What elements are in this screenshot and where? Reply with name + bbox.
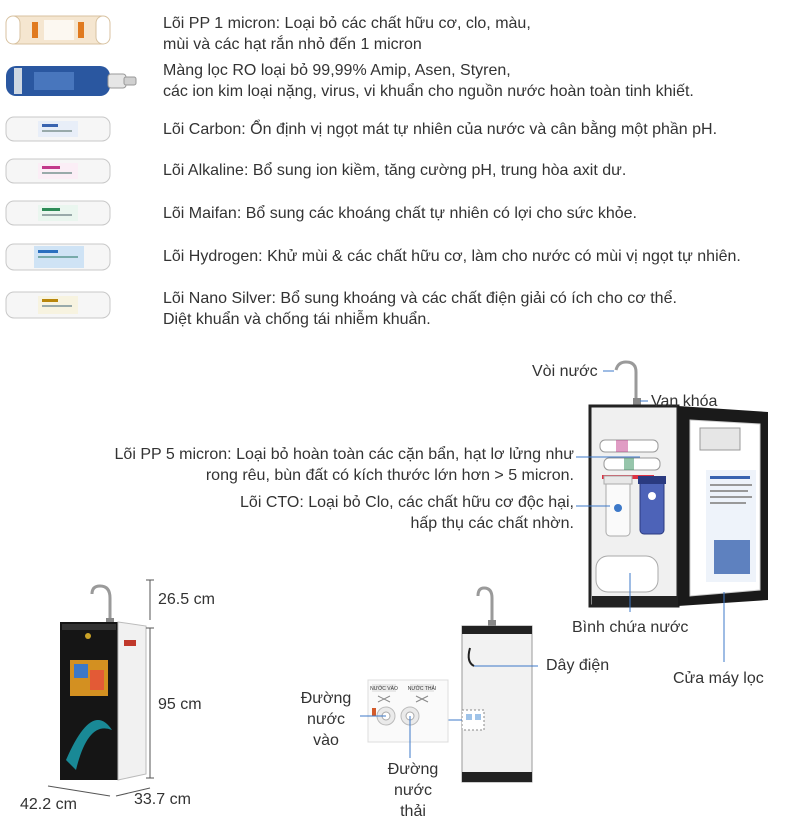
pp1-cartridge-icon [5, 15, 111, 45]
maifan-cartridge-icon [5, 200, 111, 226]
front-view-illustration [60, 584, 147, 781]
ro-membrane-line2: các ion kim loại nặng, virus, vi khuẩn c… [163, 83, 694, 100]
alkaline-text: Lõi Alkaline: Bổ sung ion kiềm, tăng cườ… [163, 160, 626, 181]
open-cabinet-illustration [588, 360, 768, 608]
filter-pp1-line1: Lõi PP 1 micron: Loại bỏ các chất hữu cơ… [163, 15, 531, 32]
alkaline-cartridge-icon [5, 158, 111, 184]
inlet-label: Đường nước vào [298, 688, 354, 751]
valve-label: Van khóa [651, 393, 718, 410]
cto-label: Lõi CTO: Loại bỏ Clo, các chất hữu cơ độ… [240, 492, 574, 534]
nano-silver-text: Lõi Nano Silver: Bổ sung khoáng và các c… [163, 288, 677, 330]
power-cord-label: Dây điện [546, 657, 610, 674]
hydrogen-text: Lõi Hydrogen: Khử mùi & các chất hữu cơ,… [163, 246, 741, 267]
width-label: 42.2 cm [20, 796, 77, 813]
inlet-line2: nước [306, 711, 346, 728]
cto-line1: Lõi CTO: Loại bỏ Clo, các chất hữu cơ độ… [240, 494, 574, 511]
drain-label: Đường nước thải [384, 759, 442, 822]
carbon-line1: Lõi Carbon: Ổn định vị ngọt mát tự nhiên… [163, 121, 718, 138]
inlet-line1: Đường [300, 690, 352, 707]
carbon-cartridge-icon [5, 116, 111, 142]
open-cabinet-leaders [576, 370, 725, 662]
ro-membrane-icon [6, 66, 137, 96]
drain-line2: nước [393, 782, 433, 799]
maifan-line1: Lõi Maifan: Bổ sung các khoáng chất tự n… [163, 205, 637, 222]
nano-silver-line1: Lõi Nano Silver: Bổ sung khoáng và các c… [163, 290, 677, 307]
drain-line1: Đường [387, 761, 439, 778]
nano-silver-line2: Diệt khuẩn và chống tái nhiễm khuẩn. [163, 311, 431, 328]
door-label: Cửa máy lọc [673, 670, 764, 687]
inlet-line3: vào [313, 732, 339, 749]
hydrogen-line1: Lõi Hydrogen: Khử mùi & các chất hữu cơ,… [163, 248, 741, 265]
ro-membrane-line1: Màng lọc RO loại bỏ 99,99% Amip, Asen, S… [163, 62, 511, 79]
depth-label: 33.7 cm [134, 791, 191, 808]
alkaline-line1: Lõi Alkaline: Bổ sung ion kiềm, tăng cườ… [163, 162, 627, 179]
nano-silver-cartridge-icon [5, 291, 111, 319]
filter-pp1-line2: mùi và các hạt rắn nhỏ đến 1 micron [163, 36, 422, 53]
filter-pp1-text: Lõi PP 1 micron: Loại bỏ các chất hữu cơ… [163, 13, 531, 55]
outlet-panel-label: NƯỚC THẢI [408, 685, 436, 692]
maifan-text: Lõi Maifan: Bổ sung các khoáng chất tự n… [163, 203, 637, 224]
pp5-label: Lõi PP 5 micron: Loại bỏ hoàn toàn các c… [115, 444, 574, 486]
cto-line2: hấp thụ các chất nhờn. [410, 515, 575, 532]
carbon-text: Lõi Carbon: Ổn định vị ngọt mát tự nhiên… [163, 119, 717, 140]
body-height-label: 95 cm [158, 696, 202, 713]
tank-label: Bình chứa nước [572, 619, 689, 636]
faucet-label: Vòi nước [532, 363, 598, 380]
pp5-line1: Lõi PP 5 micron: Loại bỏ hoàn toàn các c… [114, 446, 574, 463]
drain-line3: thải [400, 803, 426, 820]
side-view-illustration [461, 586, 533, 783]
ro-membrane-text: Màng lọc RO loại bỏ 99,99% Amip, Asen, S… [163, 60, 694, 102]
inlet-panel-label: NƯỚC VÀO [370, 685, 398, 692]
water-port-panel: NƯỚC VÀO NƯỚC THẢI [367, 679, 449, 743]
dimension-lines [47, 579, 154, 797]
faucet-height-label: 26.5 cm [158, 591, 215, 608]
pp5-line2: rong rêu, bùn đất có kích thước lớn hơn … [205, 467, 574, 484]
hydrogen-cartridge-icon [5, 243, 111, 271]
